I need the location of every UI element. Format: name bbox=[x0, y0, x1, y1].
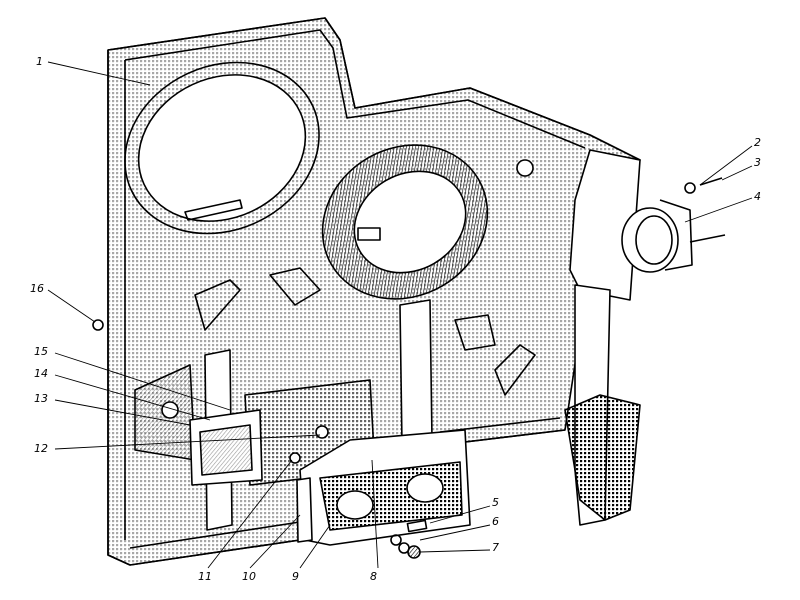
callout-4: 4 bbox=[754, 190, 761, 203]
callout-5: 5 bbox=[492, 496, 499, 509]
callout-1: 1 bbox=[36, 55, 43, 68]
callout-15: 15 bbox=[34, 345, 48, 358]
front-cover-plate bbox=[289, 425, 471, 546]
callout-9: 9 bbox=[292, 570, 299, 583]
fasteners bbox=[92, 319, 428, 559]
callout-16: 16 bbox=[30, 282, 44, 295]
callout-11: 11 bbox=[198, 570, 212, 583]
callout-13: 13 bbox=[34, 392, 48, 405]
callout-10: 10 bbox=[242, 570, 256, 583]
callout-2: 2 bbox=[754, 136, 761, 149]
callout-7: 7 bbox=[492, 541, 499, 554]
callout-14: 14 bbox=[34, 367, 48, 380]
callout-3: 3 bbox=[754, 156, 761, 169]
slots-and-pads bbox=[194, 267, 536, 396]
callout-6: 6 bbox=[492, 515, 499, 528]
callout-8: 8 bbox=[370, 570, 377, 583]
center-bearing-ring bbox=[321, 144, 534, 300]
upper-ring-flange bbox=[124, 61, 320, 235]
left-cover-plate bbox=[134, 364, 263, 486]
right-bracket bbox=[564, 149, 726, 526]
leader-lines bbox=[47, 61, 753, 569]
callout-12: 12 bbox=[34, 442, 48, 455]
